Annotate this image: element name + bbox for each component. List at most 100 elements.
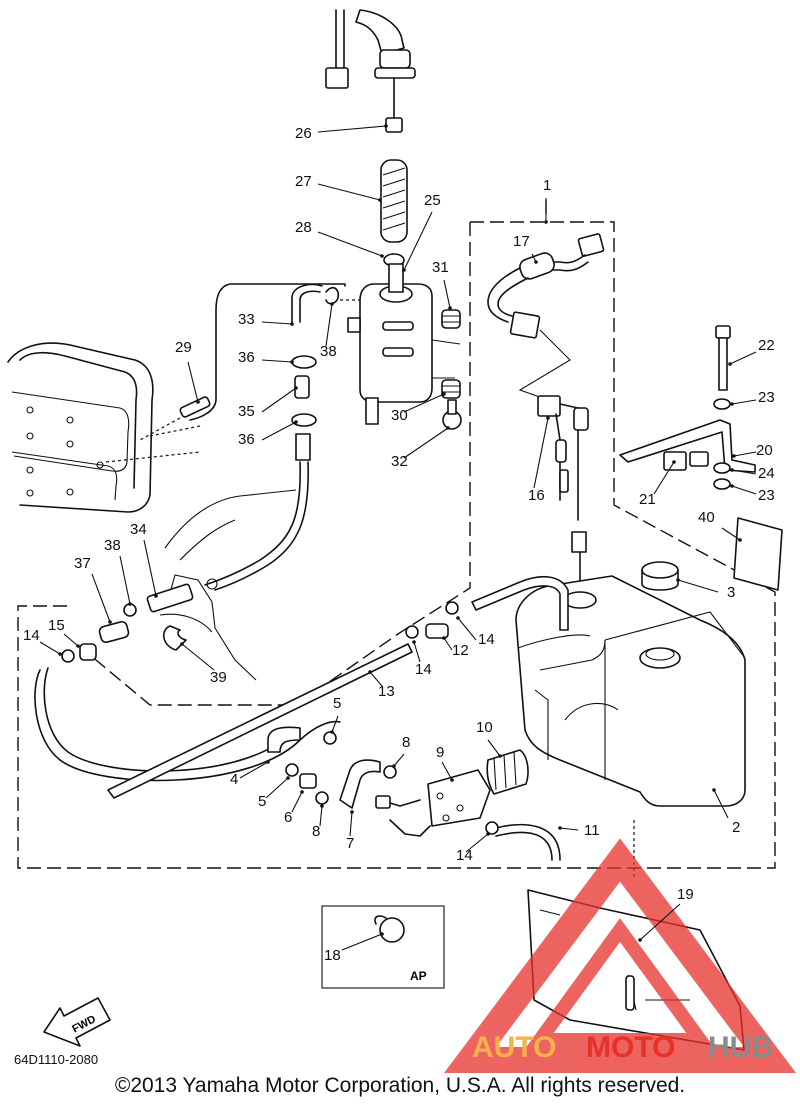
callout-leader-5	[265, 777, 289, 799]
callout-arrowhead-14	[456, 616, 460, 620]
callout-leader-7	[349, 811, 353, 837]
callout-number-10: 10	[476, 719, 493, 736]
callout-leader-13	[369, 671, 383, 687]
callout-arrowhead-31	[448, 306, 452, 310]
callout-arrowhead-28	[380, 254, 384, 258]
callout-leader-11	[559, 827, 579, 831]
oil-feed-pump	[375, 769, 491, 837]
callout-arrowhead-16	[546, 416, 550, 420]
callout-number-33: 33	[238, 311, 255, 328]
callout-leader-4	[239, 761, 269, 779]
callout-leader-23	[731, 485, 757, 495]
callout-leader-36	[261, 421, 297, 441]
inset-18-box	[321, 905, 445, 989]
tank-cap-3	[641, 561, 679, 591]
callout-number-32: 32	[391, 453, 408, 470]
callout-number-1: 1	[543, 177, 551, 194]
callout-arrowhead-10	[498, 754, 502, 758]
callout-arrowhead-14	[412, 640, 416, 644]
callout-arrowhead-17	[534, 260, 538, 264]
callout-leader-16	[533, 417, 549, 489]
oil-tank	[515, 575, 746, 807]
callout-number-14: 14	[415, 661, 432, 678]
harness-17	[487, 233, 605, 401]
callout-number-30: 30	[391, 407, 408, 424]
callout-arrowhead-9	[450, 778, 454, 782]
callout-arrowhead-12	[442, 636, 446, 640]
washer-23-upper	[713, 398, 731, 410]
hose-33-edge	[291, 283, 323, 323]
callout-number-29: 29	[175, 339, 192, 356]
callout-number-25: 25	[424, 192, 441, 209]
joint-35	[291, 355, 317, 461]
callout-number-5: 5	[258, 793, 266, 810]
callout-leader-32	[403, 427, 449, 459]
callout-number-18: 18	[324, 947, 341, 964]
callout-leader-15	[63, 633, 79, 647]
hose-11	[495, 823, 561, 861]
callout-leader-37	[91, 573, 111, 623]
oil-level-sensor	[325, 9, 416, 133]
callout-leader-8	[319, 805, 323, 827]
callout-arrowhead-5	[330, 730, 334, 734]
callout-arrowhead-5	[286, 776, 290, 780]
callout-number-8: 8	[402, 734, 410, 751]
tank-bracket-20	[619, 419, 756, 473]
callout-leader-38	[325, 303, 333, 347]
callout-leader-6	[291, 791, 303, 813]
callout-leader-25	[403, 211, 433, 271]
callout-number-37: 37	[74, 555, 91, 572]
connector-37	[98, 620, 130, 644]
callout-leader-29	[187, 361, 199, 403]
callout-number-14: 14	[456, 847, 473, 864]
callout-leader-39	[181, 643, 215, 671]
grommet-39	[163, 625, 187, 651]
callout-leader-14	[465, 833, 489, 853]
callout-leader-24	[731, 469, 757, 475]
callout-leader-40	[721, 527, 741, 541]
callout-arrowhead-2	[712, 788, 716, 792]
callout-number-5: 5	[333, 695, 341, 712]
watermark-logo	[444, 838, 796, 1073]
callout-arrowhead-14	[486, 832, 490, 836]
callout-number-31: 31	[432, 259, 449, 276]
callout-number-14: 14	[478, 631, 495, 648]
clip-38-upper	[325, 286, 340, 305]
oil-strainer	[380, 159, 408, 243]
callout-leader-22	[729, 351, 757, 365]
callout-arrowhead-32	[446, 426, 450, 430]
fwd-arrow: FWD	[43, 997, 111, 1047]
callout-leader-2	[713, 789, 729, 819]
callout-arrowhead-20	[732, 454, 736, 458]
callout-leader-26	[317, 125, 387, 133]
callout-number-24: 24	[758, 465, 775, 482]
callout-leader-9	[441, 761, 453, 781]
callout-leader-28	[317, 231, 383, 257]
callout-number-14: 14	[23, 627, 40, 644]
callout-arrowhead-11	[558, 826, 562, 830]
callout-number-38: 38	[320, 343, 337, 360]
callout-arrowhead-34	[154, 594, 158, 598]
hose-to-engine	[204, 461, 301, 586]
callout-leader-18	[341, 933, 383, 951]
callout-number-23: 23	[758, 389, 775, 406]
callout-leader-27	[317, 183, 381, 201]
callout-arrowhead-33	[290, 322, 294, 326]
callout-leader-21	[653, 461, 675, 495]
callout-number-2: 2	[732, 819, 740, 836]
callout-arrowhead-37	[108, 620, 112, 624]
hose-13	[107, 643, 413, 799]
watermark-text: AUTO MOTO HUB	[472, 1031, 773, 1064]
callout-number-26: 26	[295, 125, 312, 142]
callout-leader-14	[457, 617, 477, 641]
grommet-30	[441, 379, 461, 399]
callout-arrowhead-30	[442, 392, 446, 396]
callout-arrowhead-24	[730, 468, 734, 472]
callout-arrowhead-26	[384, 124, 388, 128]
callout-leader-38	[119, 555, 131, 605]
callout-arrowhead-8	[320, 804, 324, 808]
callout-arrowhead-7	[350, 810, 354, 814]
callout-arrowhead-14	[58, 652, 62, 656]
hose-29	[189, 283, 346, 421]
